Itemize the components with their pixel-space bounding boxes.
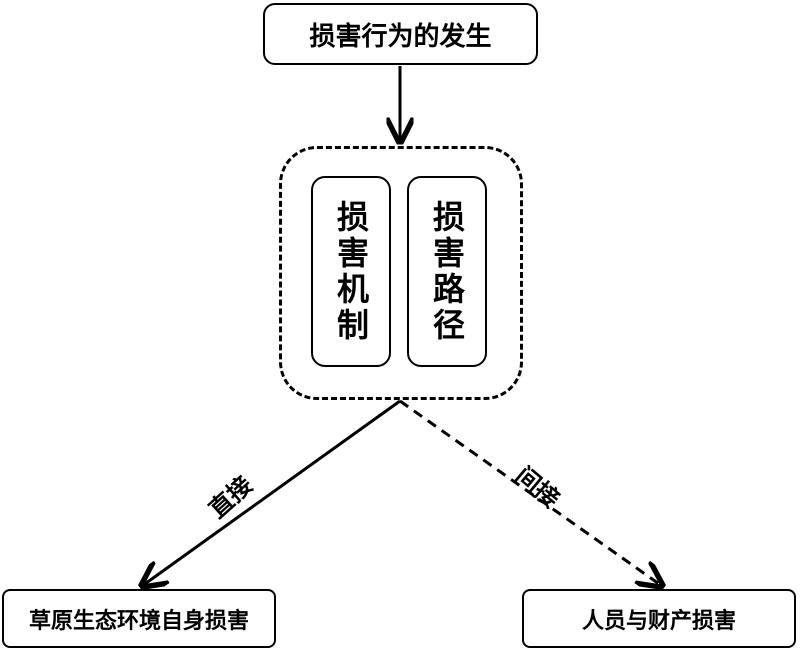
node-damage-pathway-label: 损害路径	[428, 199, 466, 344]
node-grassland-ecological-damage: 草原生态环境自身损害	[2, 589, 276, 648]
node-personnel-property-damage-label: 人员与财产损害	[581, 608, 736, 634]
node-damage-occurrence-label: 损害行为的发生	[309, 21, 492, 52]
node-grassland-ecological-damage-label: 草原生态环境自身损害	[28, 608, 249, 634]
node-damage-mechanism-label: 损害机制	[332, 199, 370, 344]
arrow-direct	[142, 399, 401, 586]
node-damage-pathway: 损害路径	[407, 176, 487, 367]
group-mechanism-pathway	[279, 146, 523, 400]
node-damage-mechanism: 损害机制	[311, 176, 391, 367]
arrow-indirect	[399, 399, 662, 586]
node-damage-occurrence: 损害行为的发生	[263, 3, 538, 65]
node-personnel-property-damage: 人员与财产损害	[522, 589, 796, 648]
